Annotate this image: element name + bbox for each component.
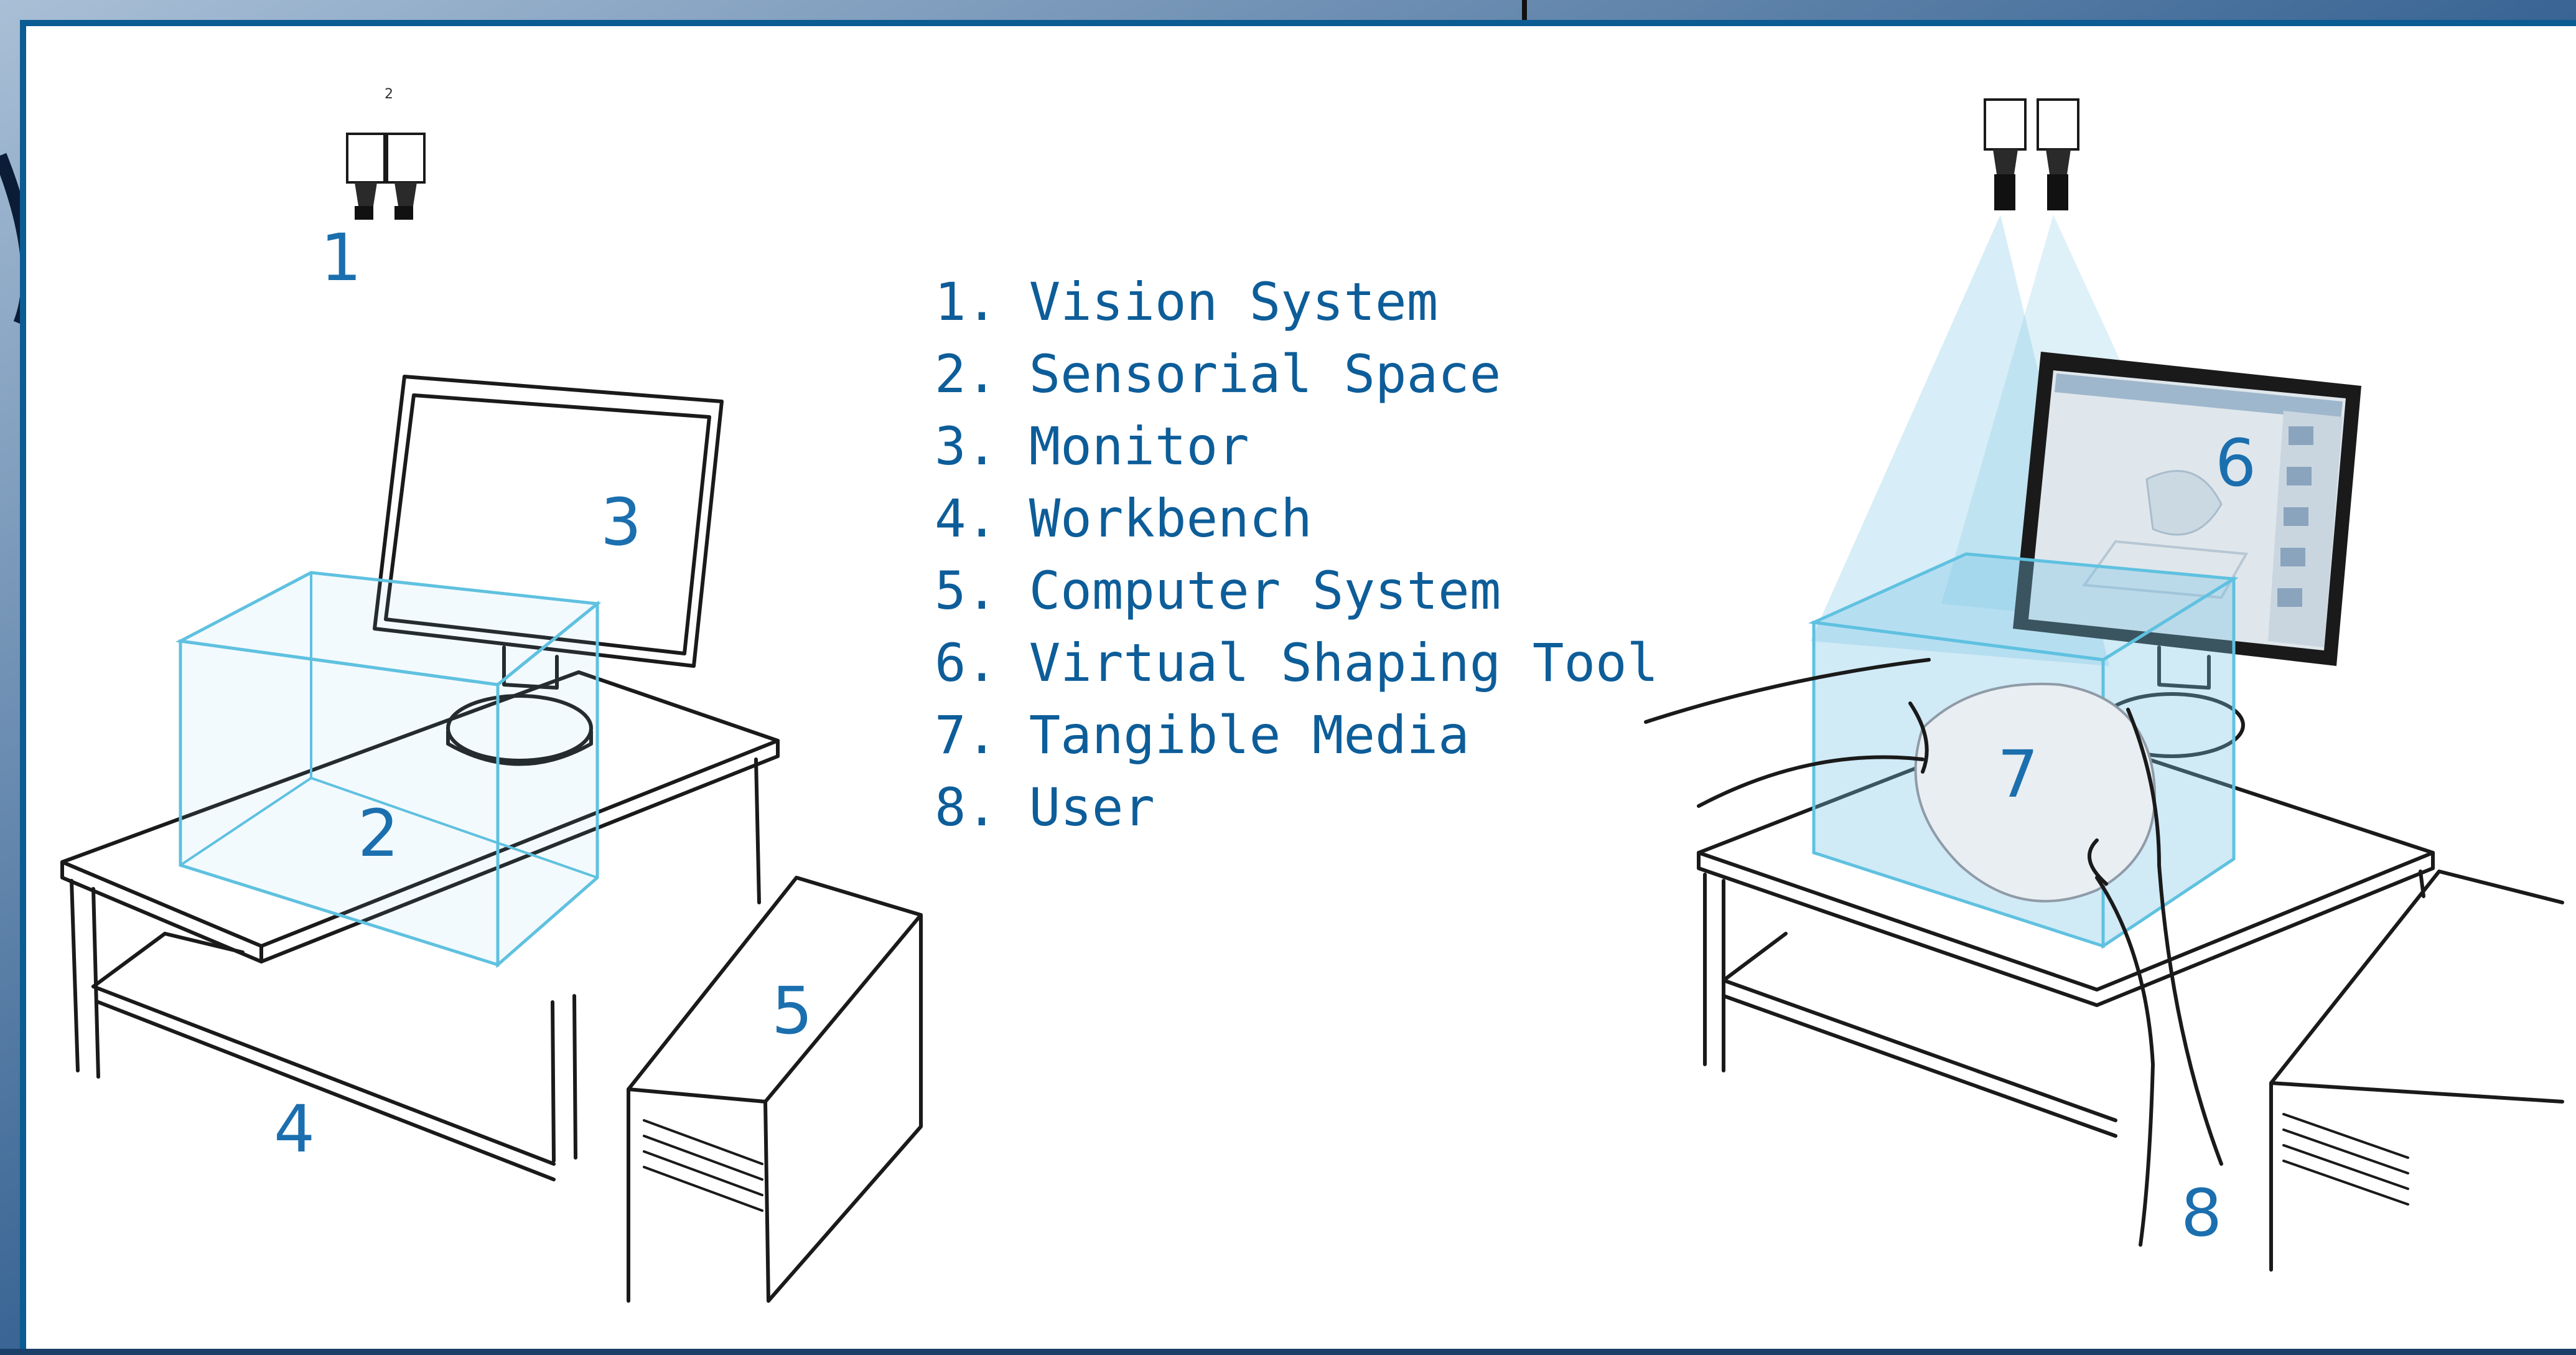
callout-8: 8 xyxy=(2181,1175,2222,1251)
callout-2: 2 xyxy=(358,795,399,871)
computer-system-left xyxy=(627,876,923,1303)
legend-item-workbench: 4. Workbench xyxy=(935,488,1312,549)
callout-3: 3 xyxy=(600,484,642,560)
computer-system-right xyxy=(2269,870,2564,1272)
callout-1: 1 xyxy=(320,220,362,296)
workbench-left xyxy=(60,670,780,1181)
legend-item-user: 8. User xyxy=(935,777,1155,838)
tangible-media-object xyxy=(1914,682,2156,903)
legend-item-virtual-shaping-tool: 6. Virtual Shaping Tool xyxy=(935,632,1659,693)
svg-text:2: 2 xyxy=(385,87,393,102)
legend-item-monitor: 3. Monitor xyxy=(935,416,1249,477)
legend-item-computer-system: 5. Computer System xyxy=(935,560,1501,621)
vision-system-cameras-right xyxy=(1984,98,2079,210)
monitor-left xyxy=(373,375,724,766)
monitor-right xyxy=(2013,352,2361,758)
diagram-illustration: 2 xyxy=(60,87,2564,1303)
legend-item-sensorial-space: 2. Sensorial Space xyxy=(935,344,1501,405)
callout-4: 4 xyxy=(274,1091,315,1167)
diagram-panel: 2 xyxy=(20,20,2576,1349)
user-hands xyxy=(1644,658,2223,1247)
vision-system-cameras-left: 2 xyxy=(346,87,426,220)
callout-5: 5 xyxy=(772,973,813,1049)
sensorial-space-left xyxy=(175,571,602,968)
legend-item-vision-system: 1. Vision System xyxy=(935,271,1439,332)
left-scene: 2 xyxy=(60,87,923,1303)
callout-6: 6 xyxy=(2215,425,2256,501)
legend-item-tangible-media: 7. Tangible Media xyxy=(935,705,1470,766)
right-scene xyxy=(1644,98,2564,1272)
callout-7: 7 xyxy=(1997,736,2038,812)
legend-list: 1. Vision System 2. Sensorial Space 3. M… xyxy=(935,266,1658,843)
